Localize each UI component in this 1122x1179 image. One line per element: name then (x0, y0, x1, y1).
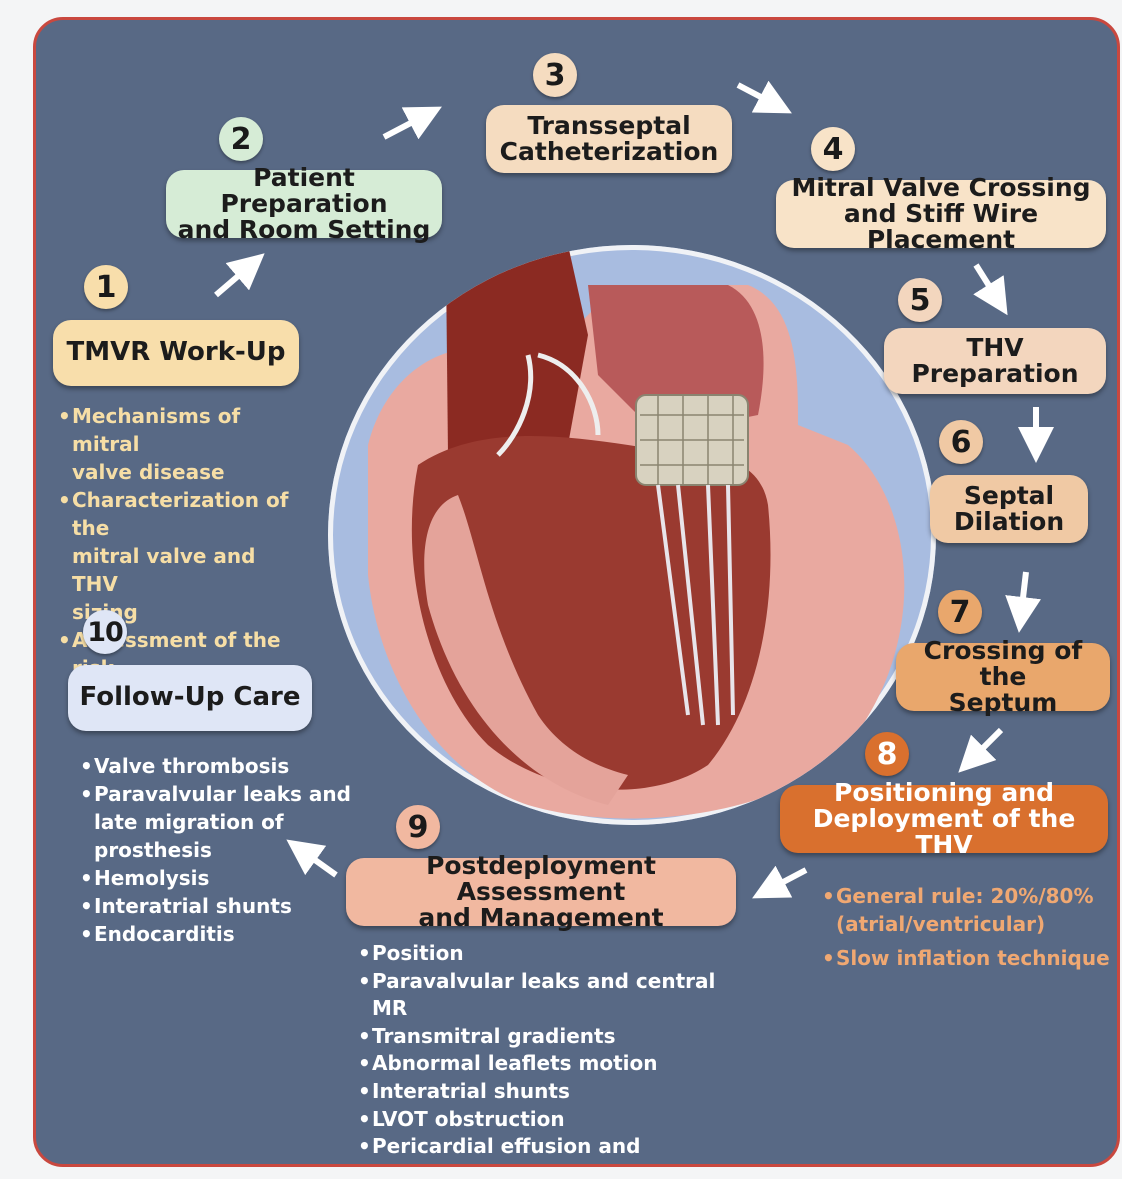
step-1-box: TMVR Work-Up (53, 320, 299, 386)
step-4-number: 4 (811, 127, 855, 171)
heart-illustration (328, 245, 936, 825)
thv-stent (636, 395, 748, 485)
arrow-2-to-3 (384, 115, 426, 137)
deploy-bullet: General rule: 20%/80% (atrial/ventricula… (822, 882, 1112, 938)
arrow-1-to-2 (216, 265, 251, 295)
step-8-box: Positioning and Deployment of the THV (780, 785, 1108, 853)
arrow-7-to-8 (971, 730, 1001, 760)
step-7-number: 7 (938, 590, 982, 634)
step-1-number: 1 (84, 265, 128, 309)
followup-bullet: Hemolysis (80, 864, 380, 892)
arrow-8-to-9 (768, 870, 806, 890)
arrow-3-to-4 (738, 85, 776, 105)
step-6-box: Septal Dilation (930, 475, 1088, 543)
step-10-number: 10 (83, 610, 127, 654)
post-bullet-list: Position Paravalvular leaks and central … (358, 940, 738, 1167)
post-bullet: Transmitral gradients (358, 1023, 738, 1051)
step-9-box: Postdeployment Assessment and Management (346, 858, 736, 926)
deploy-bullet-list: General rule: 20%/80% (atrial/ventricula… (822, 882, 1112, 972)
arrow-6-to-7 (1021, 572, 1026, 615)
post-bullet: Interatrial shunts (358, 1078, 738, 1106)
step-4-box: Mitral Valve Crossing and Stiff Wire Pla… (776, 180, 1106, 248)
workup-bullet: Mechanisms of mitral valve disease (58, 402, 308, 486)
step-3-box: Transseptal Catheterization (486, 105, 732, 173)
step-2-box: Patient Preparation and Room Setting (166, 170, 442, 238)
deploy-bullet: Slow inflation technique (822, 944, 1112, 972)
workup-bullet-list: Mechanisms of mitral valve disease Chara… (58, 402, 308, 710)
followup-bullet-list: Valve thrombosis Paravalvular leaks and … (80, 752, 380, 948)
step-9-number: 9 (396, 805, 440, 849)
step-2-number: 2 (219, 117, 263, 161)
post-bullet: Pericardial effusion and tamponade (358, 1133, 738, 1167)
step-10-box: Follow-Up Care (68, 665, 312, 731)
step-5-box: THV Preparation (884, 328, 1106, 394)
followup-bullet: Endocarditis (80, 920, 380, 948)
step-3-number: 3 (533, 53, 577, 97)
arrow-4-to-5 (976, 265, 998, 300)
heart-illustration-circle (328, 245, 936, 825)
post-bullet: Abnormal leaflets motion (358, 1050, 738, 1078)
step-7-box: Crossing of the Septum (896, 643, 1110, 711)
infographic-panel: 1 TMVR Work-Up Mechanisms of mitral valv… (33, 17, 1120, 1167)
followup-bullet: Paravalvular leaks and late migration of… (80, 780, 380, 864)
post-bullet: Position (358, 940, 738, 968)
step-6-number: 6 (939, 420, 983, 464)
workup-bullet: Characterization of the mitral valve and… (58, 486, 308, 626)
post-bullet: Paravalvular leaks and central MR (358, 968, 738, 1023)
followup-bullet: Interatrial shunts (80, 892, 380, 920)
post-bullet: LVOT obstruction (358, 1106, 738, 1134)
step-8-number: 8 (865, 732, 909, 776)
followup-bullet: Valve thrombosis (80, 752, 380, 780)
step-5-number: 5 (898, 278, 942, 322)
